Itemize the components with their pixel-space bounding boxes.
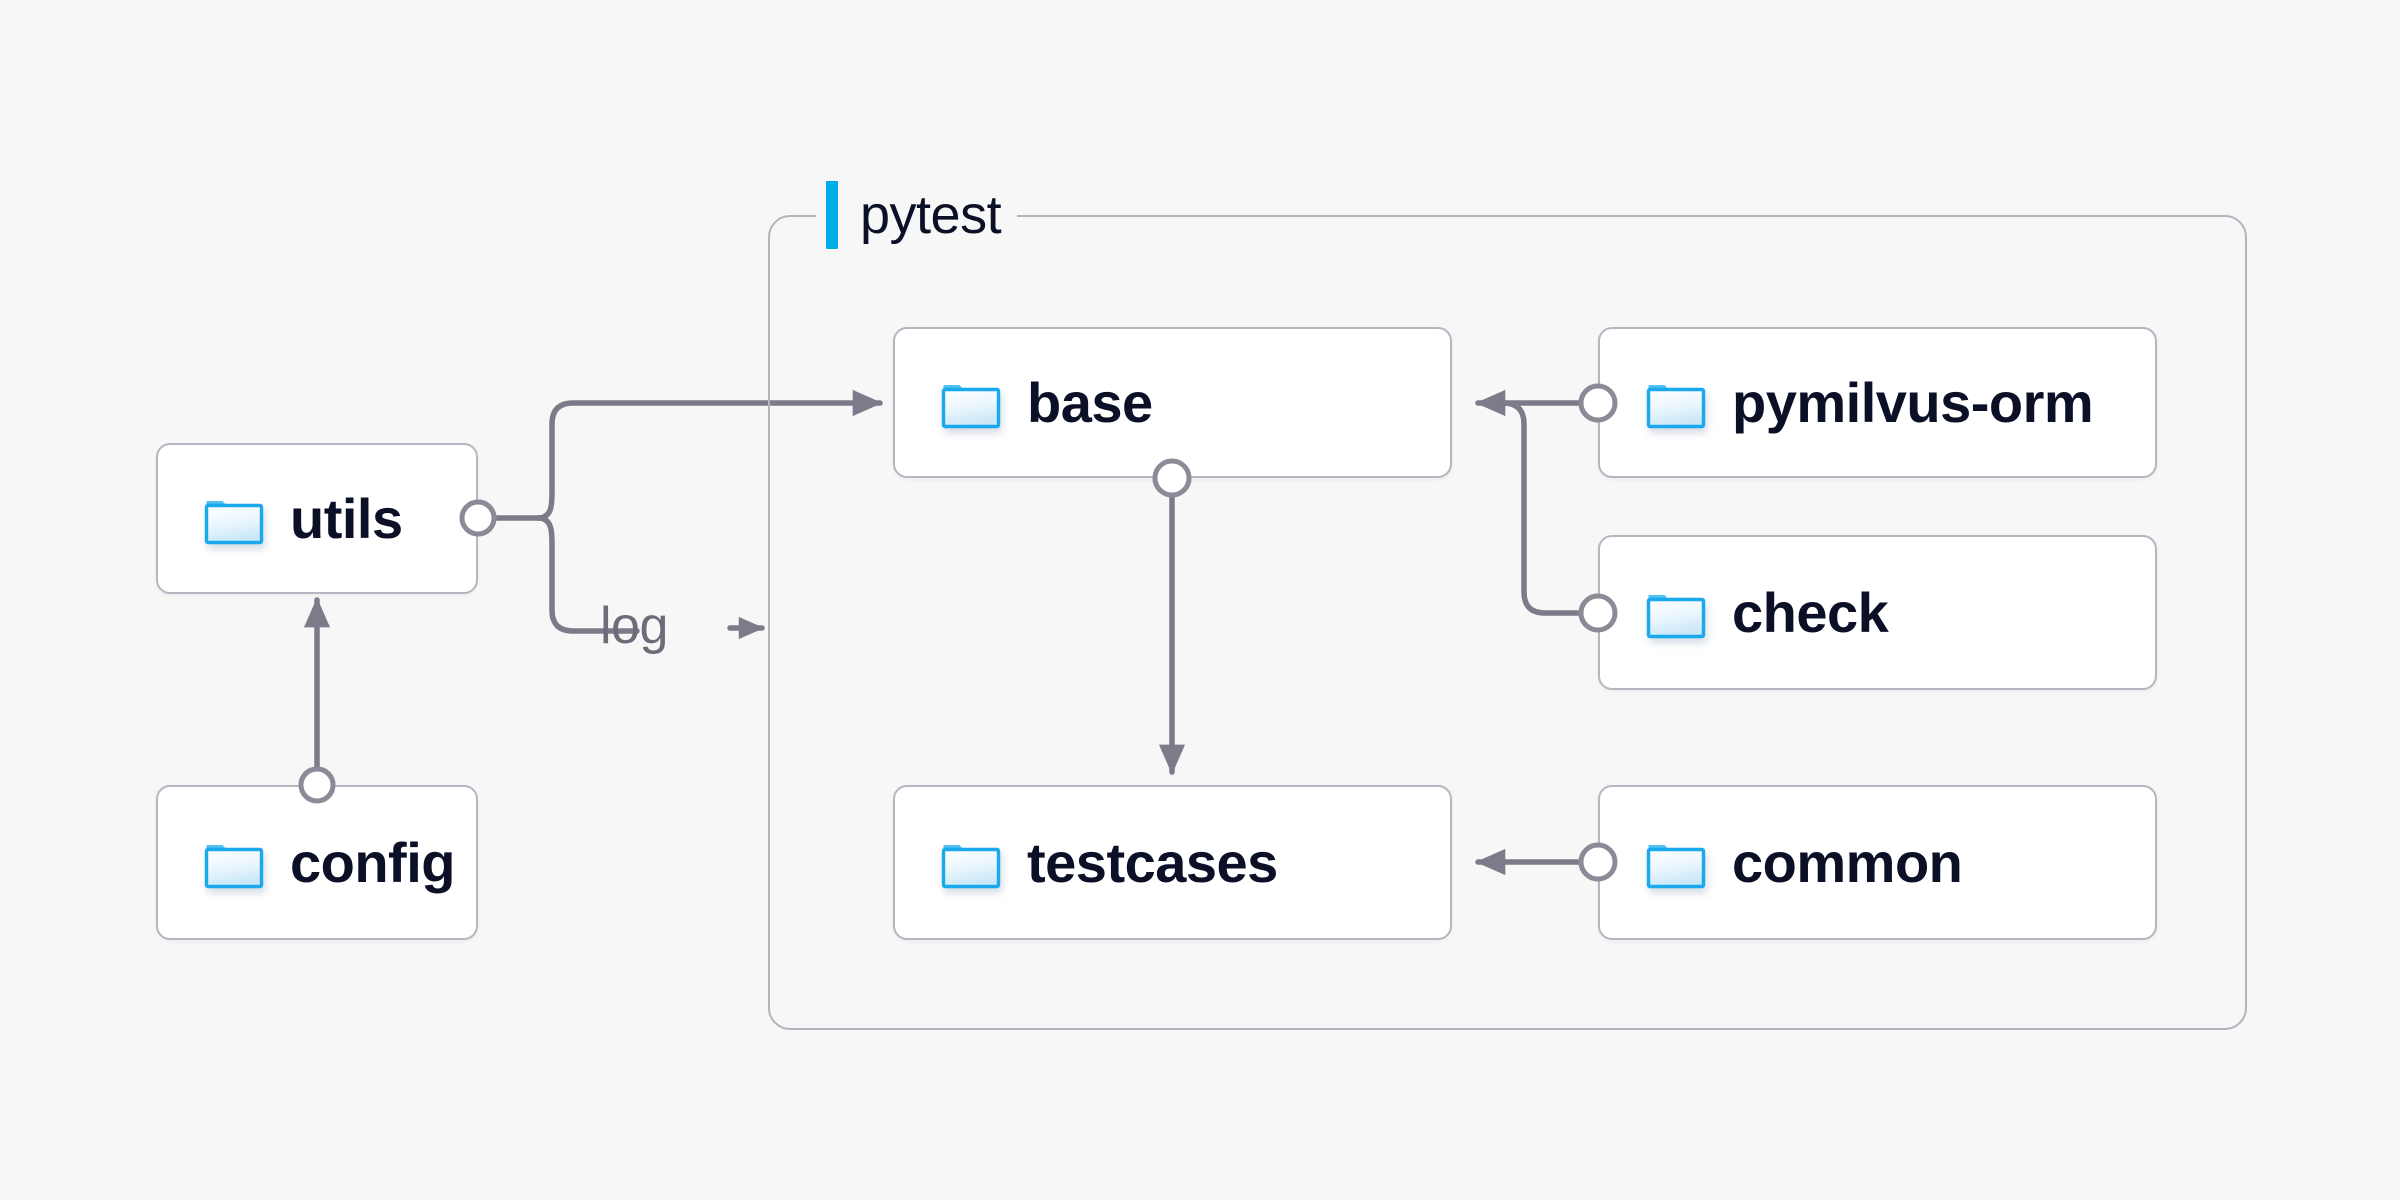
- connector-dot-check-overlay: [1578, 593, 1618, 633]
- node-label: testcases: [1027, 830, 1278, 894]
- folder-icon: [1646, 837, 1706, 889]
- node-common[interactable]: common: [1598, 785, 2157, 940]
- group-accent-bar: [826, 181, 838, 249]
- group-title-label: pytest: [860, 185, 1002, 245]
- node-config[interactable]: config: [156, 785, 478, 940]
- group-title-pytest: pytest: [816, 181, 1018, 249]
- folder-icon: [204, 493, 264, 545]
- group-container-pytest[interactable]: [768, 215, 2247, 1030]
- connector-dot-utils-overlay: [459, 499, 497, 537]
- edge-check-to-base: [1491, 400, 1583, 616]
- edge-utils-to-log: [535, 515, 640, 634]
- node-base[interactable]: base: [893, 327, 1452, 478]
- node-label: check: [1732, 580, 1889, 644]
- folder-icon: [1646, 377, 1706, 429]
- node-utils[interactable]: utils: [156, 443, 478, 594]
- folder-icon: [204, 837, 264, 889]
- node-check[interactable]: check: [1598, 535, 2157, 690]
- folder-icon: [1646, 587, 1706, 639]
- node-label: pymilvus-orm: [1732, 370, 2094, 434]
- node-label: common: [1732, 830, 1963, 894]
- connector-dot-base-overlay: [1152, 458, 1192, 498]
- edge-utils-to-base: [535, 389, 883, 521]
- node-label: base: [1027, 370, 1153, 434]
- node-label: utils: [290, 486, 403, 550]
- folder-icon: [941, 377, 1001, 429]
- connector-dot-common-overlay: [1578, 842, 1618, 882]
- edge-label-log: log: [600, 597, 668, 655]
- node-label: config: [290, 830, 455, 894]
- connector-dot-config-overlay: [298, 766, 336, 804]
- node-pymilvus-orm[interactable]: pymilvus-orm: [1598, 327, 2157, 478]
- node-testcases[interactable]: testcases: [893, 785, 1452, 940]
- folder-icon: [941, 837, 1001, 889]
- connector-dot-pymilvus-orm-overlay: [1578, 383, 1618, 423]
